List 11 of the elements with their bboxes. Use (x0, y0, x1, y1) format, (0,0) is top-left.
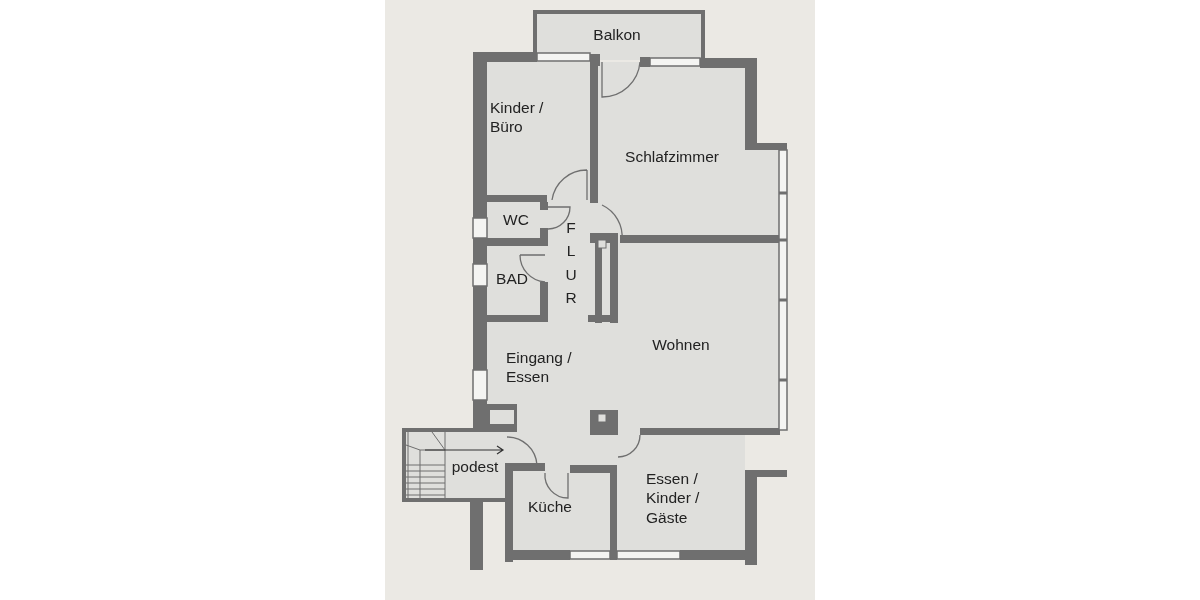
room-label: Eingang / Essen (506, 347, 573, 387)
room-label: Küche (528, 497, 572, 517)
room-label: Schlafzimmer (625, 147, 719, 167)
room-label: Wohnen (652, 335, 710, 355)
room-label: WC (503, 210, 529, 230)
room-label: podest (451, 457, 499, 477)
room-label: Kinder / Büro (490, 97, 545, 137)
room-label: FLUR (564, 217, 578, 308)
room-label: Balkon (593, 25, 641, 45)
room-label: Essen / Kinder / Gäste (646, 468, 701, 528)
room-label: BAD (496, 269, 528, 289)
